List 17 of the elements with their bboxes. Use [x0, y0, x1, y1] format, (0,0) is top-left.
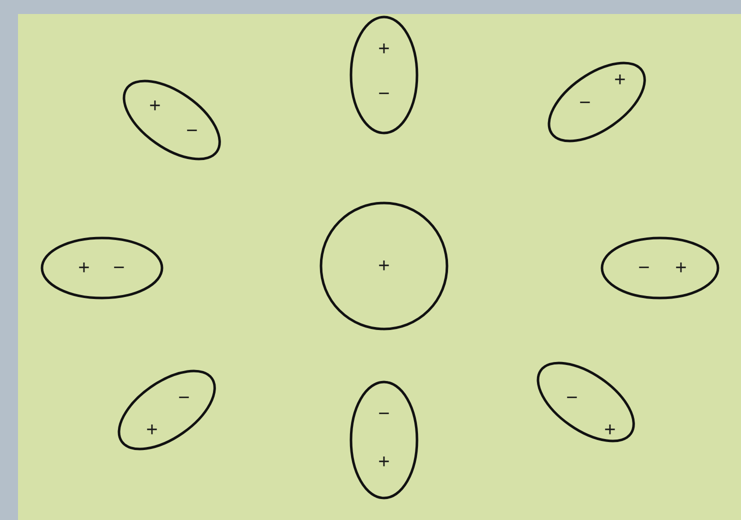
charge-sign: +	[378, 39, 390, 59]
charge-sign: +	[146, 420, 158, 440]
charge-sign: −	[378, 404, 390, 424]
charge-sign: −	[113, 258, 125, 278]
charge-sign: −	[638, 258, 650, 278]
charge-sign: −	[378, 84, 390, 104]
charge-sign: −	[579, 92, 591, 113]
charge-sign: −	[186, 120, 198, 141]
charge-sign: −	[178, 388, 190, 408]
charge-sign: +	[149, 96, 161, 116]
charge-sign: +	[675, 258, 687, 278]
charge-sign: +	[614, 70, 626, 90]
charge-sign: +	[378, 256, 390, 276]
charge-sign: +	[78, 258, 90, 278]
charge-sign: +	[378, 452, 390, 472]
charge-sign: −	[566, 388, 578, 408]
charge-sign: +	[604, 420, 616, 440]
